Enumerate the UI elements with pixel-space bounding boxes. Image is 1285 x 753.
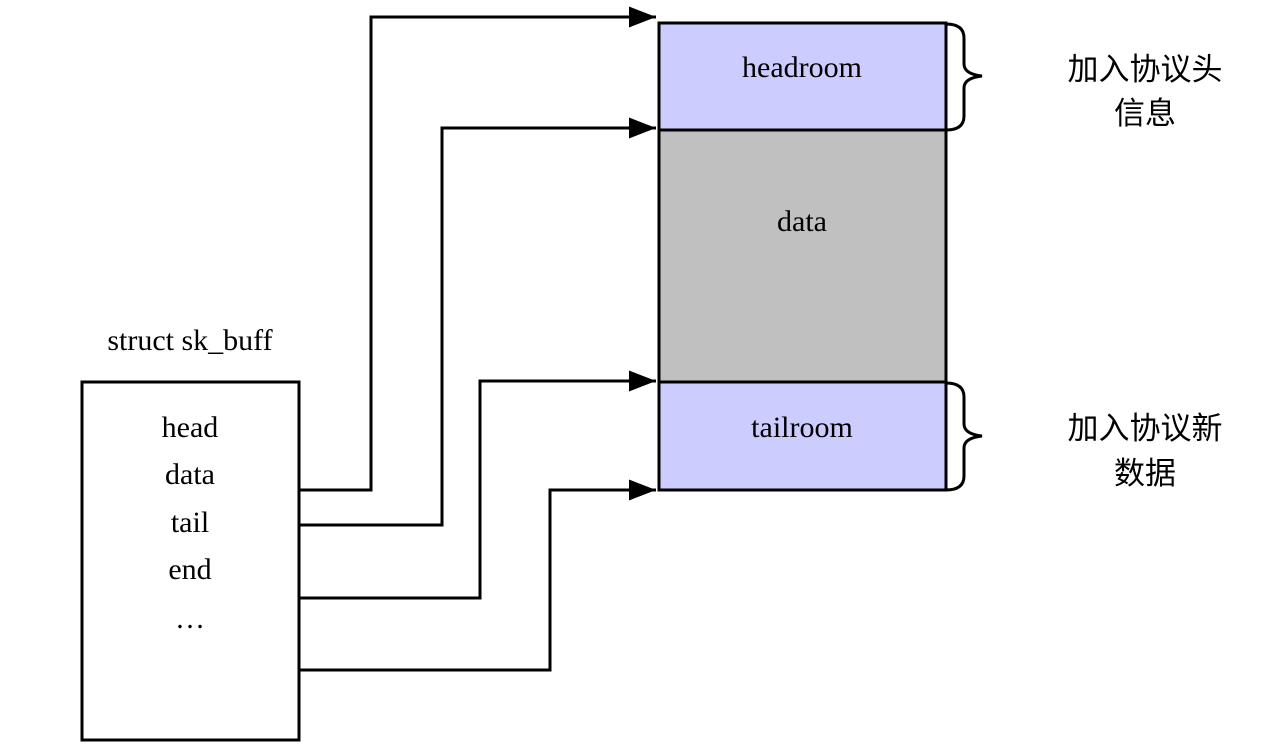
tail-pointer-arrow	[299, 370, 656, 600]
headroom-brace-icon	[945, 22, 983, 132]
field-ellipsis: …	[175, 602, 205, 635]
tailroom-note-line2: 数据	[1114, 456, 1176, 492]
headroom-segment	[657, 21, 948, 132]
end-pointer-arrow	[299, 479, 656, 672]
data-label: data	[777, 205, 827, 238]
head-pointer-arrow	[299, 6, 656, 492]
tailroom-label: tailroom	[751, 411, 853, 444]
field-data: data	[165, 458, 215, 491]
data-pointer-arrow	[299, 117, 656, 527]
headroom-note-line1: 加入协议头	[1068, 52, 1223, 88]
struct-box	[80, 380, 301, 742]
headroom-note-line2: 信息	[1114, 96, 1176, 132]
field-head: head	[162, 411, 219, 444]
headroom-label: headroom	[742, 51, 862, 84]
field-tail: tail	[171, 506, 209, 539]
tailroom-brace-icon	[945, 381, 983, 492]
tailroom-segment	[657, 380, 948, 492]
data-segment	[657, 128, 948, 384]
tailroom-note-line1: 加入协议新	[1068, 411, 1223, 447]
struct-title: struct sk_buff	[107, 324, 272, 357]
field-end: end	[168, 553, 211, 586]
